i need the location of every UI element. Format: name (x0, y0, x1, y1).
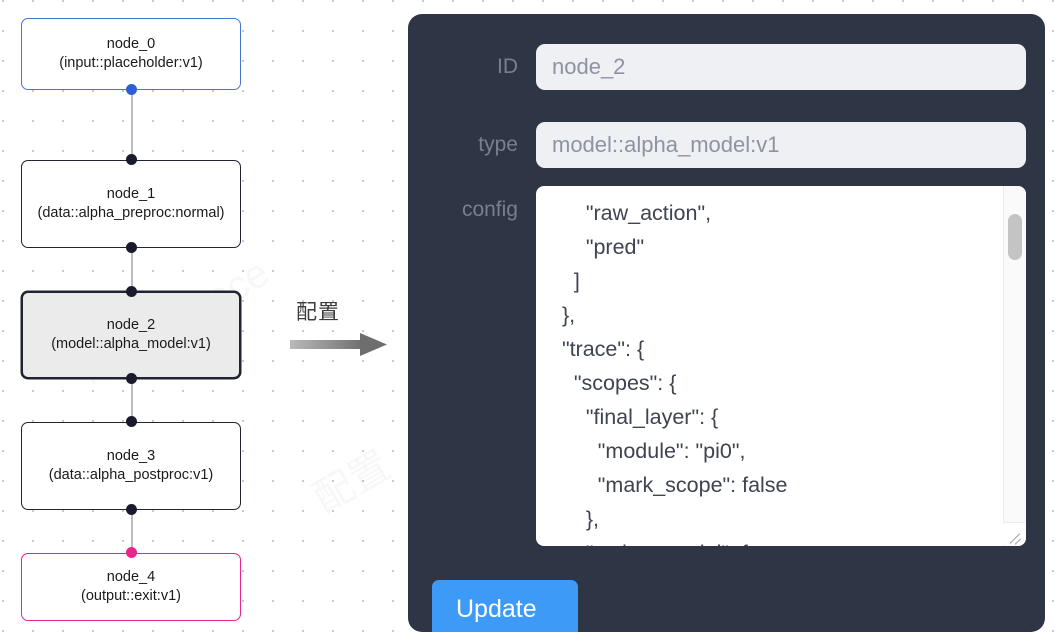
edge-node1-node2 (131, 248, 133, 322)
field-row-config: config "raw_action", "pred" ] }, "trace"… (426, 186, 1026, 546)
resize-handle-icon[interactable] (1003, 522, 1025, 545)
config-field-label: config (461, 198, 518, 221)
node-type-label: (data::alpha_preproc:normal) (37, 205, 225, 221)
transition-arrow-group: 配置 (290, 296, 395, 360)
edge-node0-node1 (131, 90, 133, 160)
type-field-label: type (478, 133, 518, 156)
handle-node4-target[interactable] (126, 547, 137, 558)
node-type-label: (input::placeholder:v1) (59, 55, 203, 71)
update-button[interactable]: Update (432, 580, 578, 632)
graph-node-node_3[interactable]: node_3 (data::alpha_postproc:v1) (21, 422, 241, 510)
graph-node-node_4[interactable]: node_4 (output::exit:v1) (21, 553, 241, 621)
edge-node3-node4 (131, 510, 133, 553)
field-row-id: ID (426, 44, 1026, 90)
node-type-label: (data::alpha_postproc:v1) (48, 467, 214, 483)
handle-node3-source[interactable] (126, 504, 137, 515)
transition-label: 配置 (296, 301, 340, 324)
right-arrow-icon (290, 333, 387, 356)
config-scrollbar-thumb[interactable] (1008, 214, 1022, 260)
type-input[interactable] (536, 122, 1026, 168)
handle-node0-source[interactable] (126, 84, 137, 95)
node-id-label: node_0 (106, 36, 156, 52)
handle-node1-source[interactable] (126, 242, 137, 253)
config-textarea-wrapper[interactable]: "raw_action", "pred" ] }, "trace": { "sc… (536, 186, 1026, 546)
node-id-label: node_4 (106, 569, 156, 585)
handle-node2-source[interactable] (126, 373, 137, 384)
node-type-label: (output::exit:v1) (81, 588, 181, 604)
handle-node3-target[interactable] (126, 416, 137, 427)
id-input[interactable] (536, 44, 1026, 90)
node-inspector-panel: ID type config "raw_action", "pred" ] },… (408, 14, 1045, 632)
config-textarea[interactable]: "raw_action", "pred" ] }, "trace": { "sc… (561, 201, 788, 546)
node-type-label: (model::alpha_model:v1) (51, 336, 211, 352)
node-graph[interactable]: node_0 (input::placeholder:v1) node_1 (d… (0, 0, 400, 643)
handle-node1-target[interactable] (126, 154, 137, 165)
field-row-type: type (426, 122, 1026, 168)
id-field-label: ID (497, 55, 518, 78)
edge-node2-node3 (131, 379, 133, 422)
node-id-label: node_2 (106, 317, 156, 333)
node-id-label: node_1 (106, 186, 156, 202)
config-scrollbar-track[interactable] (1003, 186, 1026, 546)
graph-node-node_0[interactable]: node_0 (input::placeholder:v1) (21, 18, 241, 90)
handle-node2-target[interactable] (126, 286, 137, 297)
graph-node-node_1[interactable]: node_1 (data::alpha_preproc:normal) (21, 160, 241, 248)
graph-node-node_2[interactable]: node_2 (model::alpha_model:v1) (21, 291, 241, 379)
node-id-label: node_3 (106, 448, 156, 464)
